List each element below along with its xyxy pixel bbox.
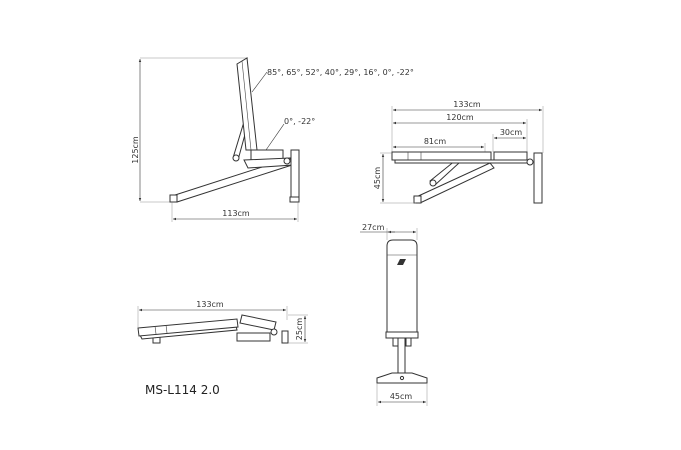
backrest-angle-leader [251,71,268,93]
backrest-frame-line [241,60,252,151]
seat-pad [239,314,277,331]
backrest-pad [137,318,239,337]
seat-bracket [385,331,419,339]
front-post [290,149,300,201]
height-dimension-label: 45cm [373,167,382,190]
pad-seam [154,325,157,335]
backrest-pad [386,239,418,333]
bolt [399,375,405,381]
front-foot [289,196,300,203]
height-dimension-label: 125cm [131,136,140,164]
rear-foot [413,195,422,204]
seat-pivot [270,328,278,336]
seat-angle-label: 0°, -22° [284,117,315,126]
rear-foot [169,194,178,203]
folded-view: 133cm 25cm [137,300,308,344]
height-dimension-label: 25cm [295,318,304,341]
adjustment-knob-right [405,337,412,347]
backrest-pad [391,151,492,161]
length-dimension-label: 133cm [196,300,224,309]
rear-leg-tube [413,162,495,204]
seat-pivot [526,158,534,166]
model-name: MS-L114 2.0 [145,383,220,397]
seat-length-label: 30cm [500,128,523,137]
adjustment-pin [232,154,240,162]
backrest-angle-label: 85°, 65°, 52°, 40°, 29°, 16°, 0°, -22° [267,68,414,77]
center-post [397,337,406,375]
adjustment-knob-left [392,337,399,347]
seat-angle-leader [265,123,285,151]
length-dimension-label: 113cm [222,209,250,218]
brand-logo-icon [397,259,406,265]
side-view: 125cm 113cm 85°, 65°, 52°, 40°, 29°, 16°… [131,57,414,222]
back-length-label: 81cm [424,137,447,146]
base-width-label: 45cm [390,392,413,401]
front-post [533,152,543,204]
seat-pivot [283,157,291,165]
total-length-label: 133cm [453,100,481,109]
pad-length-label: 120cm [446,113,474,122]
bench-frame [394,159,531,164]
adjustment-pin [429,179,437,187]
flat-view: 133cm 120cm 30cm 81cm 45cm [373,100,544,204]
seat-pad [493,151,528,161]
front-view: 27cm 45cm [360,223,428,406]
front-post [281,330,289,344]
pad-width-label: 27cm [362,223,385,232]
lower-frame [236,332,271,342]
pad-seam [165,324,168,334]
